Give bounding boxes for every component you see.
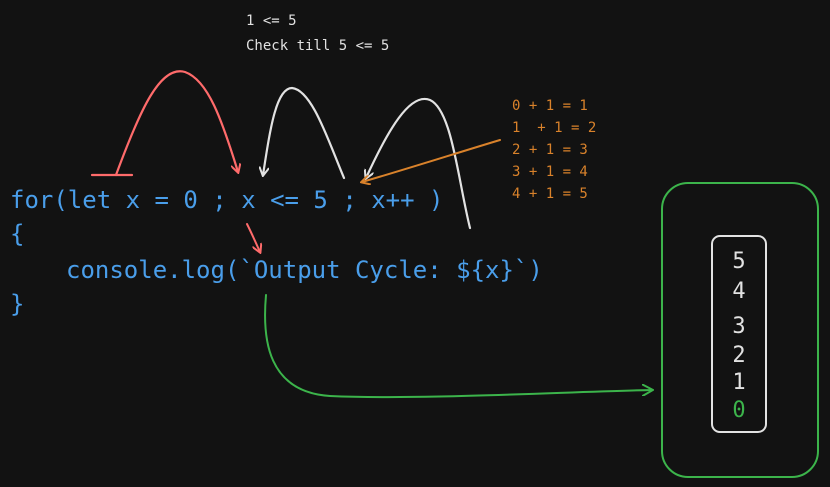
code-line-for: for(let x = 0 ; x <= 5 ; x++ ) xyxy=(10,186,443,214)
increment-item: 1 + 1 = 2 xyxy=(512,120,596,136)
code-line-close-brace: } xyxy=(10,290,24,318)
output-value: 4 xyxy=(732,279,745,304)
output-stack: 5 4 3 2 1 0 xyxy=(732,249,745,423)
increment-item: 4 + 1 = 5 xyxy=(512,186,588,202)
increment-list: 0 + 1 = 1 1 + 1 = 2 2 + 1 = 3 3 + 1 = 4 … xyxy=(512,98,596,202)
output-value: 1 xyxy=(732,370,745,395)
output-value: 3 xyxy=(732,314,745,339)
output-stack-box xyxy=(711,235,767,433)
increment-to-condition-arrow xyxy=(263,86,346,180)
condition-note-line2: Check till 5 <= 5 xyxy=(246,38,389,54)
increment-item: 0 + 1 = 1 xyxy=(512,98,588,114)
increment-item: 3 + 1 = 4 xyxy=(512,164,588,180)
output-value-first: 0 xyxy=(732,398,745,423)
condition-to-body-arrow xyxy=(246,223,260,252)
condition-note-line1: 1 <= 5 xyxy=(246,13,297,29)
output-arrow xyxy=(264,294,652,399)
output-value: 5 xyxy=(732,249,745,274)
body-to-increment-arrow xyxy=(366,97,472,230)
increment-item: 2 + 1 = 3 xyxy=(512,142,588,158)
code-line-console-log: console.log(`Output Cycle: ${x}`) xyxy=(66,256,543,284)
console-box xyxy=(661,182,819,478)
increment-calc-arrow xyxy=(362,139,501,182)
output-value: 2 xyxy=(732,343,745,368)
init-to-condition-arrow xyxy=(114,70,238,177)
code-line-open-brace: { xyxy=(10,220,24,248)
